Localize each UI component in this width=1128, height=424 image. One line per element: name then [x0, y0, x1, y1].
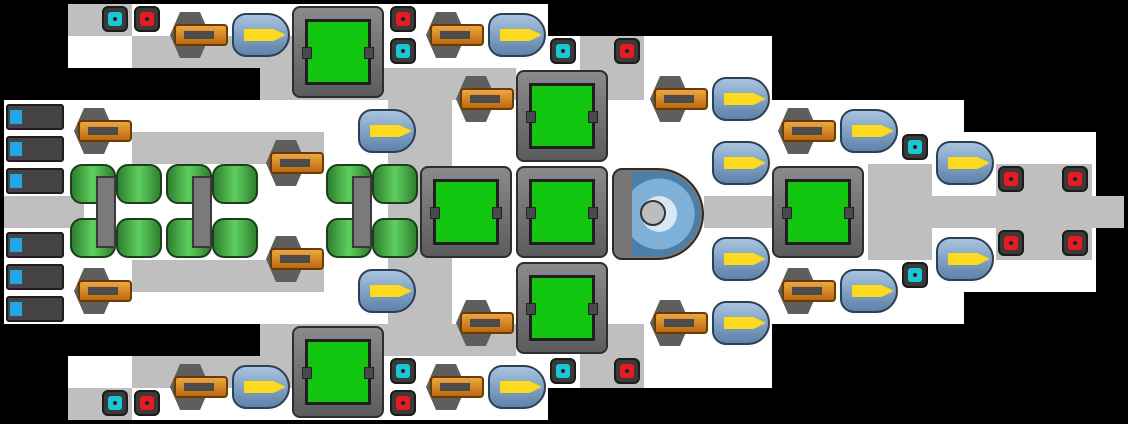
pipe [96, 176, 116, 248]
cyan-module-icon[interactable] [390, 38, 416, 64]
missile-launcher-icon[interactable] [710, 234, 772, 284]
room-mid-center[interactable] [516, 166, 608, 258]
autocannon-icon[interactable] [166, 362, 228, 412]
shield-cell-icon[interactable] [6, 104, 64, 130]
cyan-module-icon[interactable] [390, 358, 416, 384]
autocannon-icon[interactable] [166, 10, 228, 60]
room-top-left[interactable] [292, 6, 384, 98]
autocannon-icon[interactable] [646, 298, 708, 348]
fuel-tank-icon[interactable] [372, 164, 418, 258]
shield-cell-icon[interactable] [6, 296, 64, 322]
missile-launcher-icon[interactable] [934, 138, 996, 188]
missile-launcher-icon[interactable] [486, 362, 548, 412]
cyan-module-icon[interactable] [902, 134, 928, 160]
cyan-module-icon[interactable] [550, 38, 576, 64]
missile-launcher-icon[interactable] [934, 234, 996, 284]
autocannon-icon[interactable] [262, 234, 324, 284]
red-module-icon[interactable] [614, 38, 640, 64]
missile-launcher-icon[interactable] [356, 266, 418, 316]
room-mid-left[interactable] [420, 166, 512, 258]
missile-launcher-icon[interactable] [710, 74, 772, 124]
autocannon-icon[interactable] [422, 10, 484, 60]
cyan-module-icon[interactable] [102, 390, 128, 416]
autocannon-icon[interactable] [422, 362, 484, 412]
cyan-module-icon[interactable] [550, 358, 576, 384]
room-upper-center[interactable] [516, 70, 608, 162]
red-module-icon[interactable] [134, 6, 160, 32]
autocannon-icon[interactable] [774, 106, 836, 156]
room-lower-center[interactable] [516, 262, 608, 354]
autocannon-icon[interactable] [452, 298, 514, 348]
red-module-icon[interactable] [1062, 230, 1088, 256]
corridor [704, 196, 784, 228]
missile-launcher-icon[interactable] [710, 298, 772, 348]
shield-cell-icon[interactable] [6, 232, 64, 258]
autocannon-icon[interactable] [774, 266, 836, 316]
missile-launcher-icon[interactable] [486, 10, 548, 60]
missile-launcher-icon[interactable] [356, 106, 418, 156]
fuel-tank-icon[interactable] [212, 164, 258, 258]
red-module-icon[interactable] [998, 166, 1024, 192]
missile-launcher-icon[interactable] [230, 10, 292, 60]
red-module-icon[interactable] [390, 390, 416, 416]
red-module-icon[interactable] [998, 230, 1024, 256]
red-module-icon[interactable] [134, 390, 160, 416]
missile-launcher-icon[interactable] [710, 138, 772, 188]
room-bottom-left[interactable] [292, 326, 384, 418]
corridor [4, 196, 84, 228]
pipe [192, 176, 212, 248]
pilot-seat-icon [640, 200, 666, 226]
autocannon-icon[interactable] [70, 266, 132, 316]
missile-launcher-icon[interactable] [838, 106, 900, 156]
room-fore[interactable] [772, 166, 864, 258]
corridor [868, 164, 932, 260]
fuel-tank-icon[interactable] [116, 164, 162, 258]
autocannon-icon[interactable] [646, 74, 708, 124]
red-module-icon[interactable] [1062, 166, 1088, 192]
autocannon-icon[interactable] [70, 106, 132, 156]
shield-cell-icon[interactable] [6, 168, 64, 194]
pipe [352, 176, 372, 248]
cyan-module-icon[interactable] [102, 6, 128, 32]
missile-launcher-icon[interactable] [838, 266, 900, 316]
red-module-icon[interactable] [390, 6, 416, 32]
missile-launcher-icon[interactable] [230, 362, 292, 412]
cockpit[interactable] [612, 168, 704, 260]
shield-cell-icon[interactable] [6, 136, 64, 162]
cyan-module-icon[interactable] [902, 262, 928, 288]
red-module-icon[interactable] [614, 358, 640, 384]
autocannon-icon[interactable] [262, 138, 324, 188]
autocannon-icon[interactable] [452, 74, 514, 124]
shield-cell-icon[interactable] [6, 264, 64, 290]
